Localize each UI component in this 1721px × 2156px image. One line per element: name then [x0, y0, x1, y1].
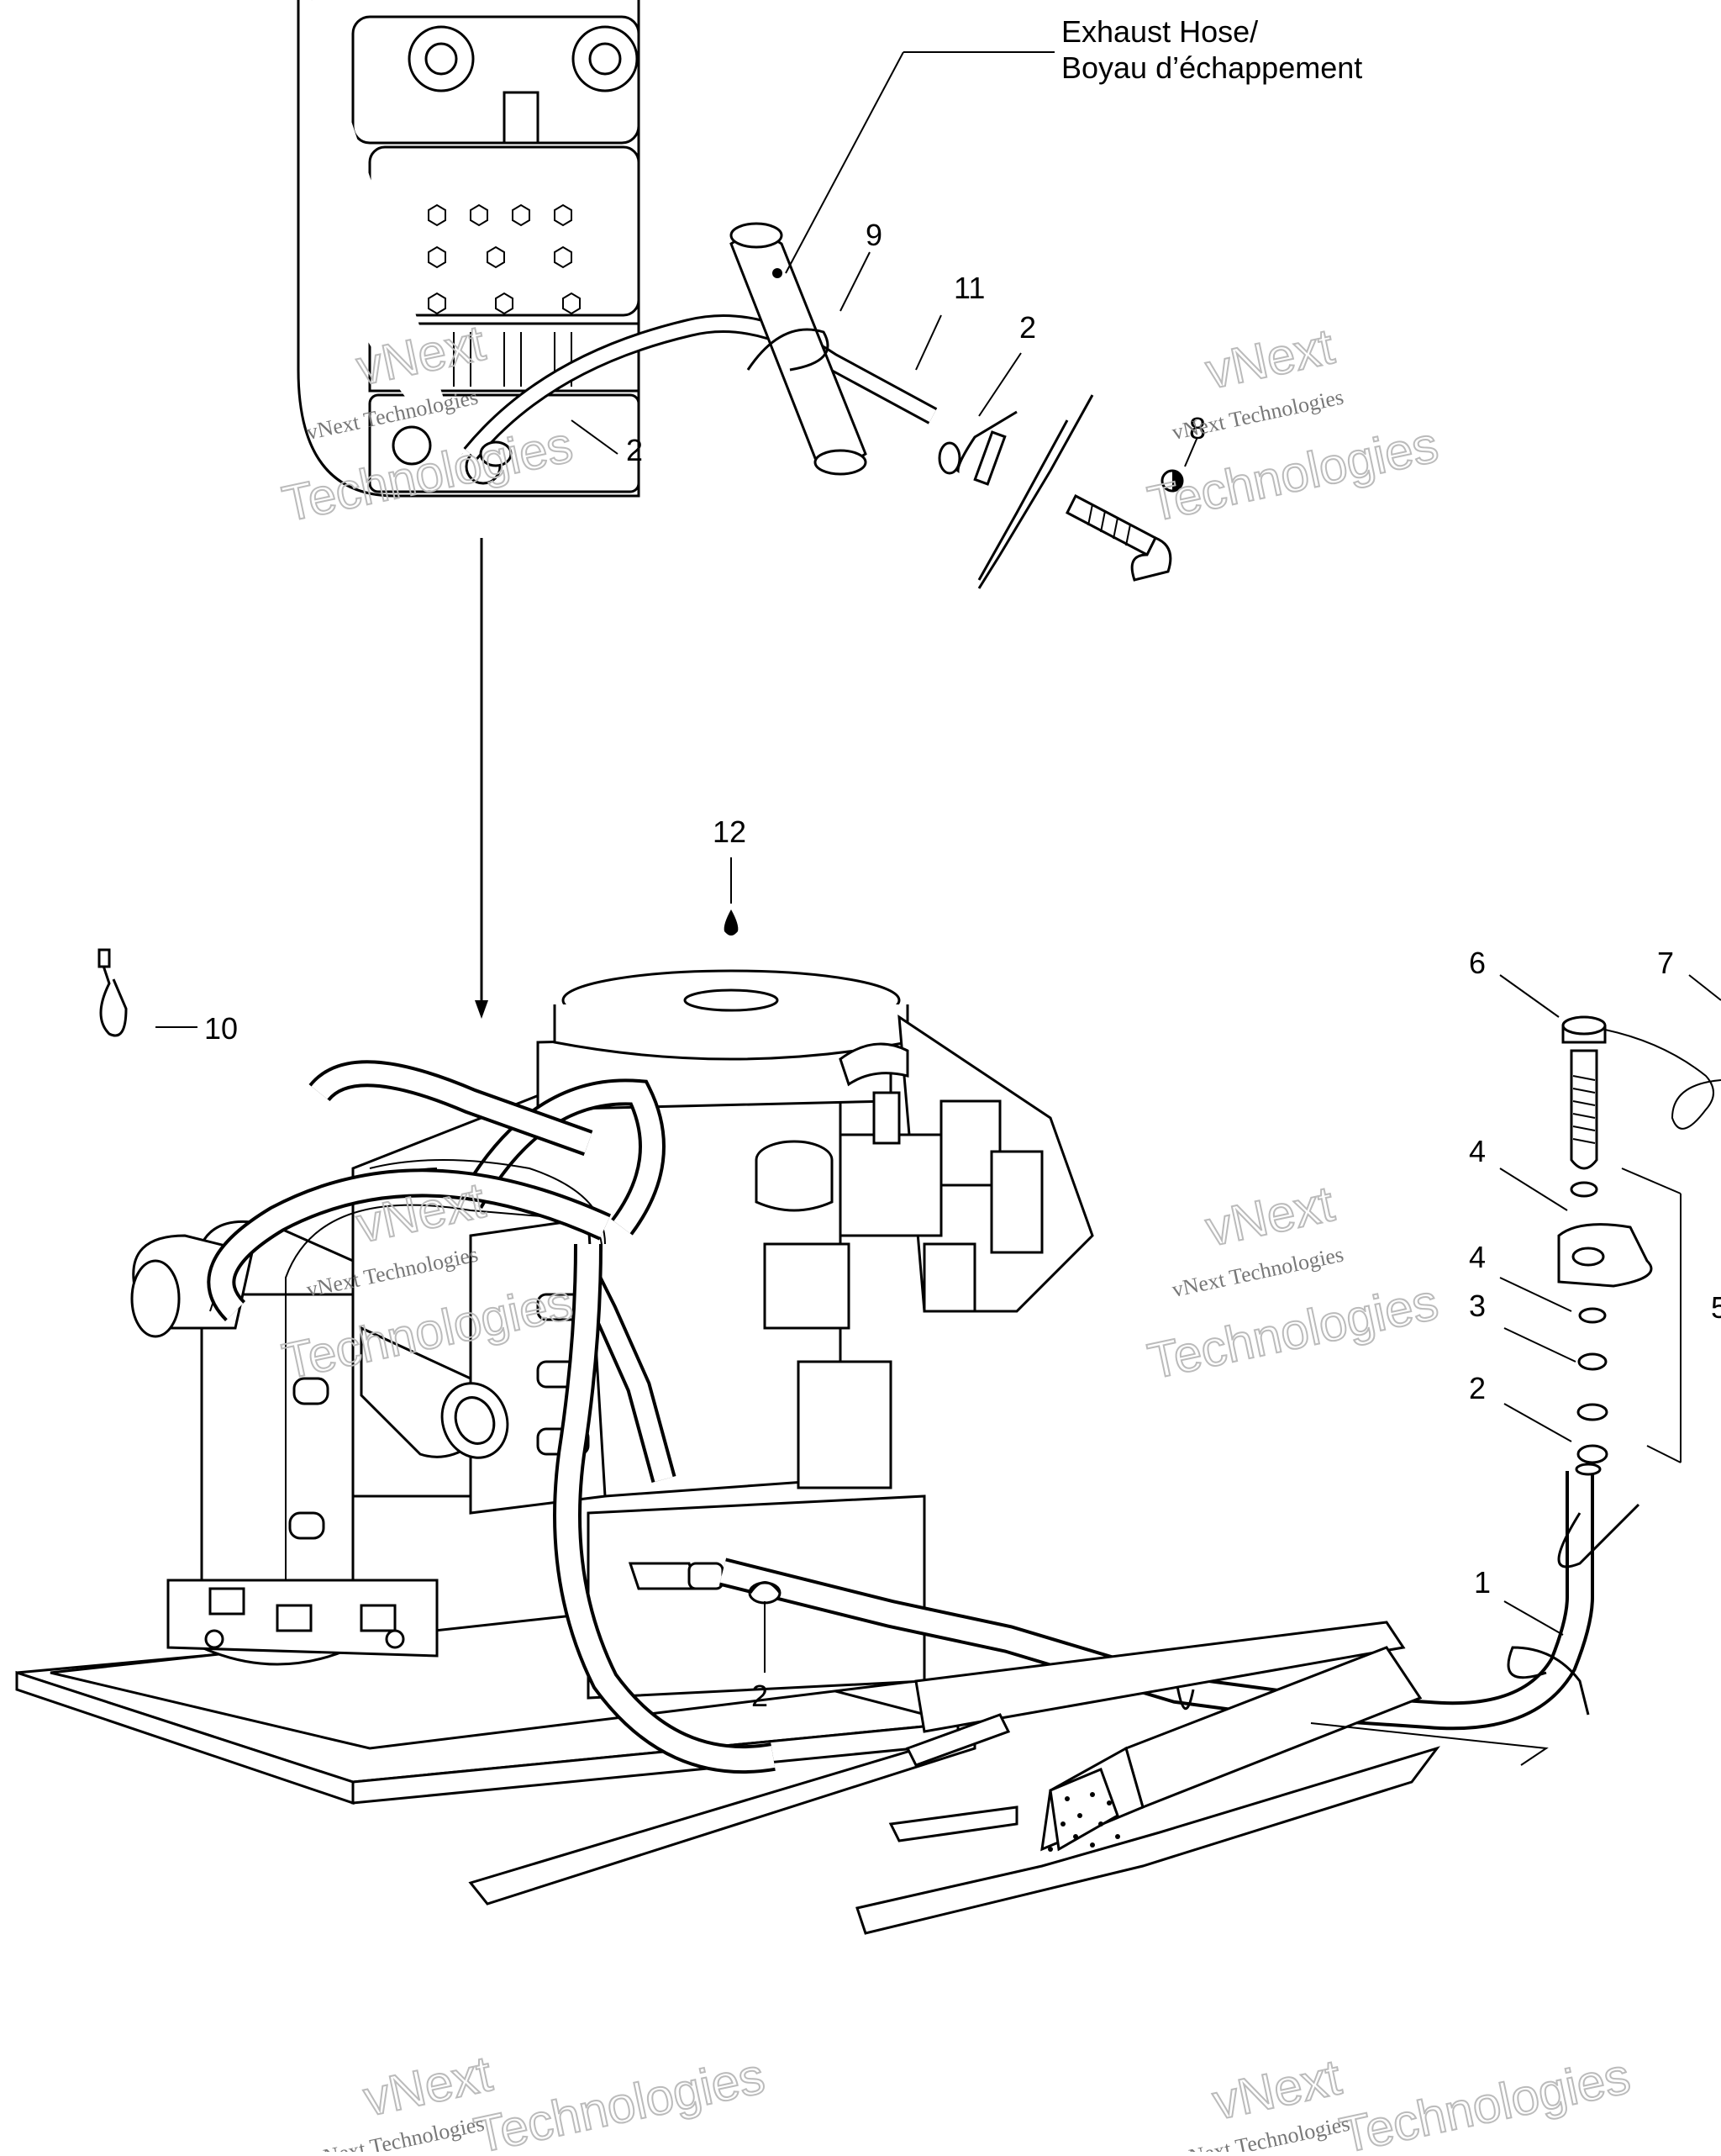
callout-4b: 4: [1469, 1240, 1486, 1274]
callout-9: 9: [866, 218, 882, 252]
watermark-big-top-2: vNext: [1201, 318, 1339, 399]
watermark-small-2: vNext Technologies: [1170, 384, 1345, 445]
callout-7: 7: [1657, 946, 1674, 980]
exhaust-hose-label-en: Exhaust Hose/: [1061, 14, 1258, 49]
watermark-big-bottom-5: Technologies: [470, 2048, 770, 2152]
callout-2b: 2: [626, 433, 643, 467]
sealant-drop-12: [724, 909, 739, 936]
callout-1: 1: [1474, 1565, 1491, 1600]
cable-tie-10: [97, 948, 128, 1037]
engine-main-assembly: [15, 969, 1640, 1935]
callout-2d: 2: [751, 1679, 768, 1713]
exhaust-hose-label-fr: Boyau d’échappement: [1061, 50, 1362, 85]
foam-section: [1048, 1792, 1120, 1852]
watermark-big-bottom-6: Technologies: [1335, 2048, 1635, 2152]
watermark-big-top-4: vNext: [1201, 1175, 1339, 1257]
callout-11: 11: [954, 271, 985, 305]
callout-labels: Exhaust Hose/ Boyau d’échappement 9 11 2…: [204, 14, 1721, 1713]
callout-4a: 4: [1469, 1134, 1486, 1168]
callout-2c: 2: [1469, 1371, 1486, 1405]
callout-10: 10: [204, 1011, 238, 1046]
fill-cap-assembly: [1557, 1015, 1721, 1464]
callout-8: 8: [1189, 411, 1206, 445]
callout-2a: 2: [1019, 310, 1036, 345]
detail-arrow: [475, 538, 488, 1019]
callout-6: 6: [1469, 946, 1486, 980]
exhaust-hose-detail: [729, 222, 1184, 589]
engine-top-detail: [297, 0, 938, 498]
exhaust-hose-nipple: [772, 268, 782, 278]
leader-lines: [155, 51, 1721, 1673]
callout-12: 12: [713, 814, 746, 849]
watermark-small-4: vNext Technologies: [1170, 1241, 1345, 1302]
callout-5: 5: [1711, 1290, 1721, 1325]
callout-3: 3: [1469, 1289, 1486, 1323]
